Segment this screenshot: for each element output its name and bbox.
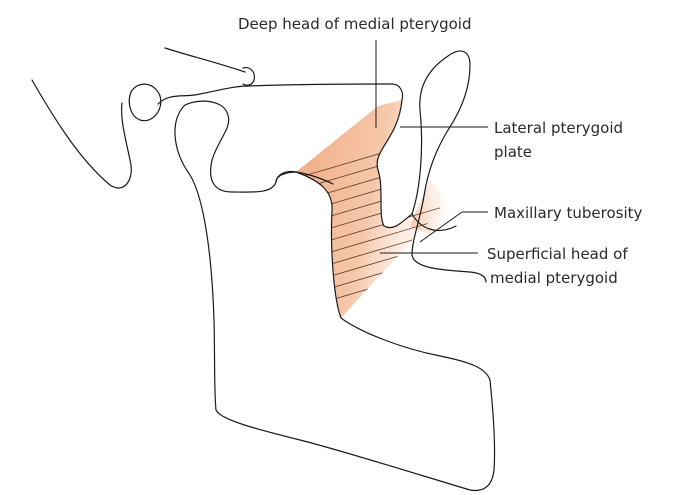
infratemporal-border bbox=[248, 84, 403, 100]
zygomatic-arch-stub bbox=[243, 68, 254, 86]
lateral-pterygoid-plate bbox=[412, 51, 486, 282]
label-superficial-head-line1: Superficial head of bbox=[487, 244, 628, 264]
label-deep-head: Deep head of medial pterygoid bbox=[238, 14, 471, 34]
label-superficial-head-line2: medial pterygoid bbox=[490, 268, 618, 288]
cranial-outline-left bbox=[32, 80, 131, 188]
label-lateral-plate-line1: Lateral pterygoid bbox=[494, 118, 623, 138]
mandibular-condyle bbox=[129, 84, 160, 121]
skull-base-line bbox=[165, 48, 245, 72]
label-maxillary-tuberosity: Maxillary tuberosity bbox=[494, 203, 642, 223]
label-lateral-plate-line2: plate bbox=[494, 142, 532, 162]
